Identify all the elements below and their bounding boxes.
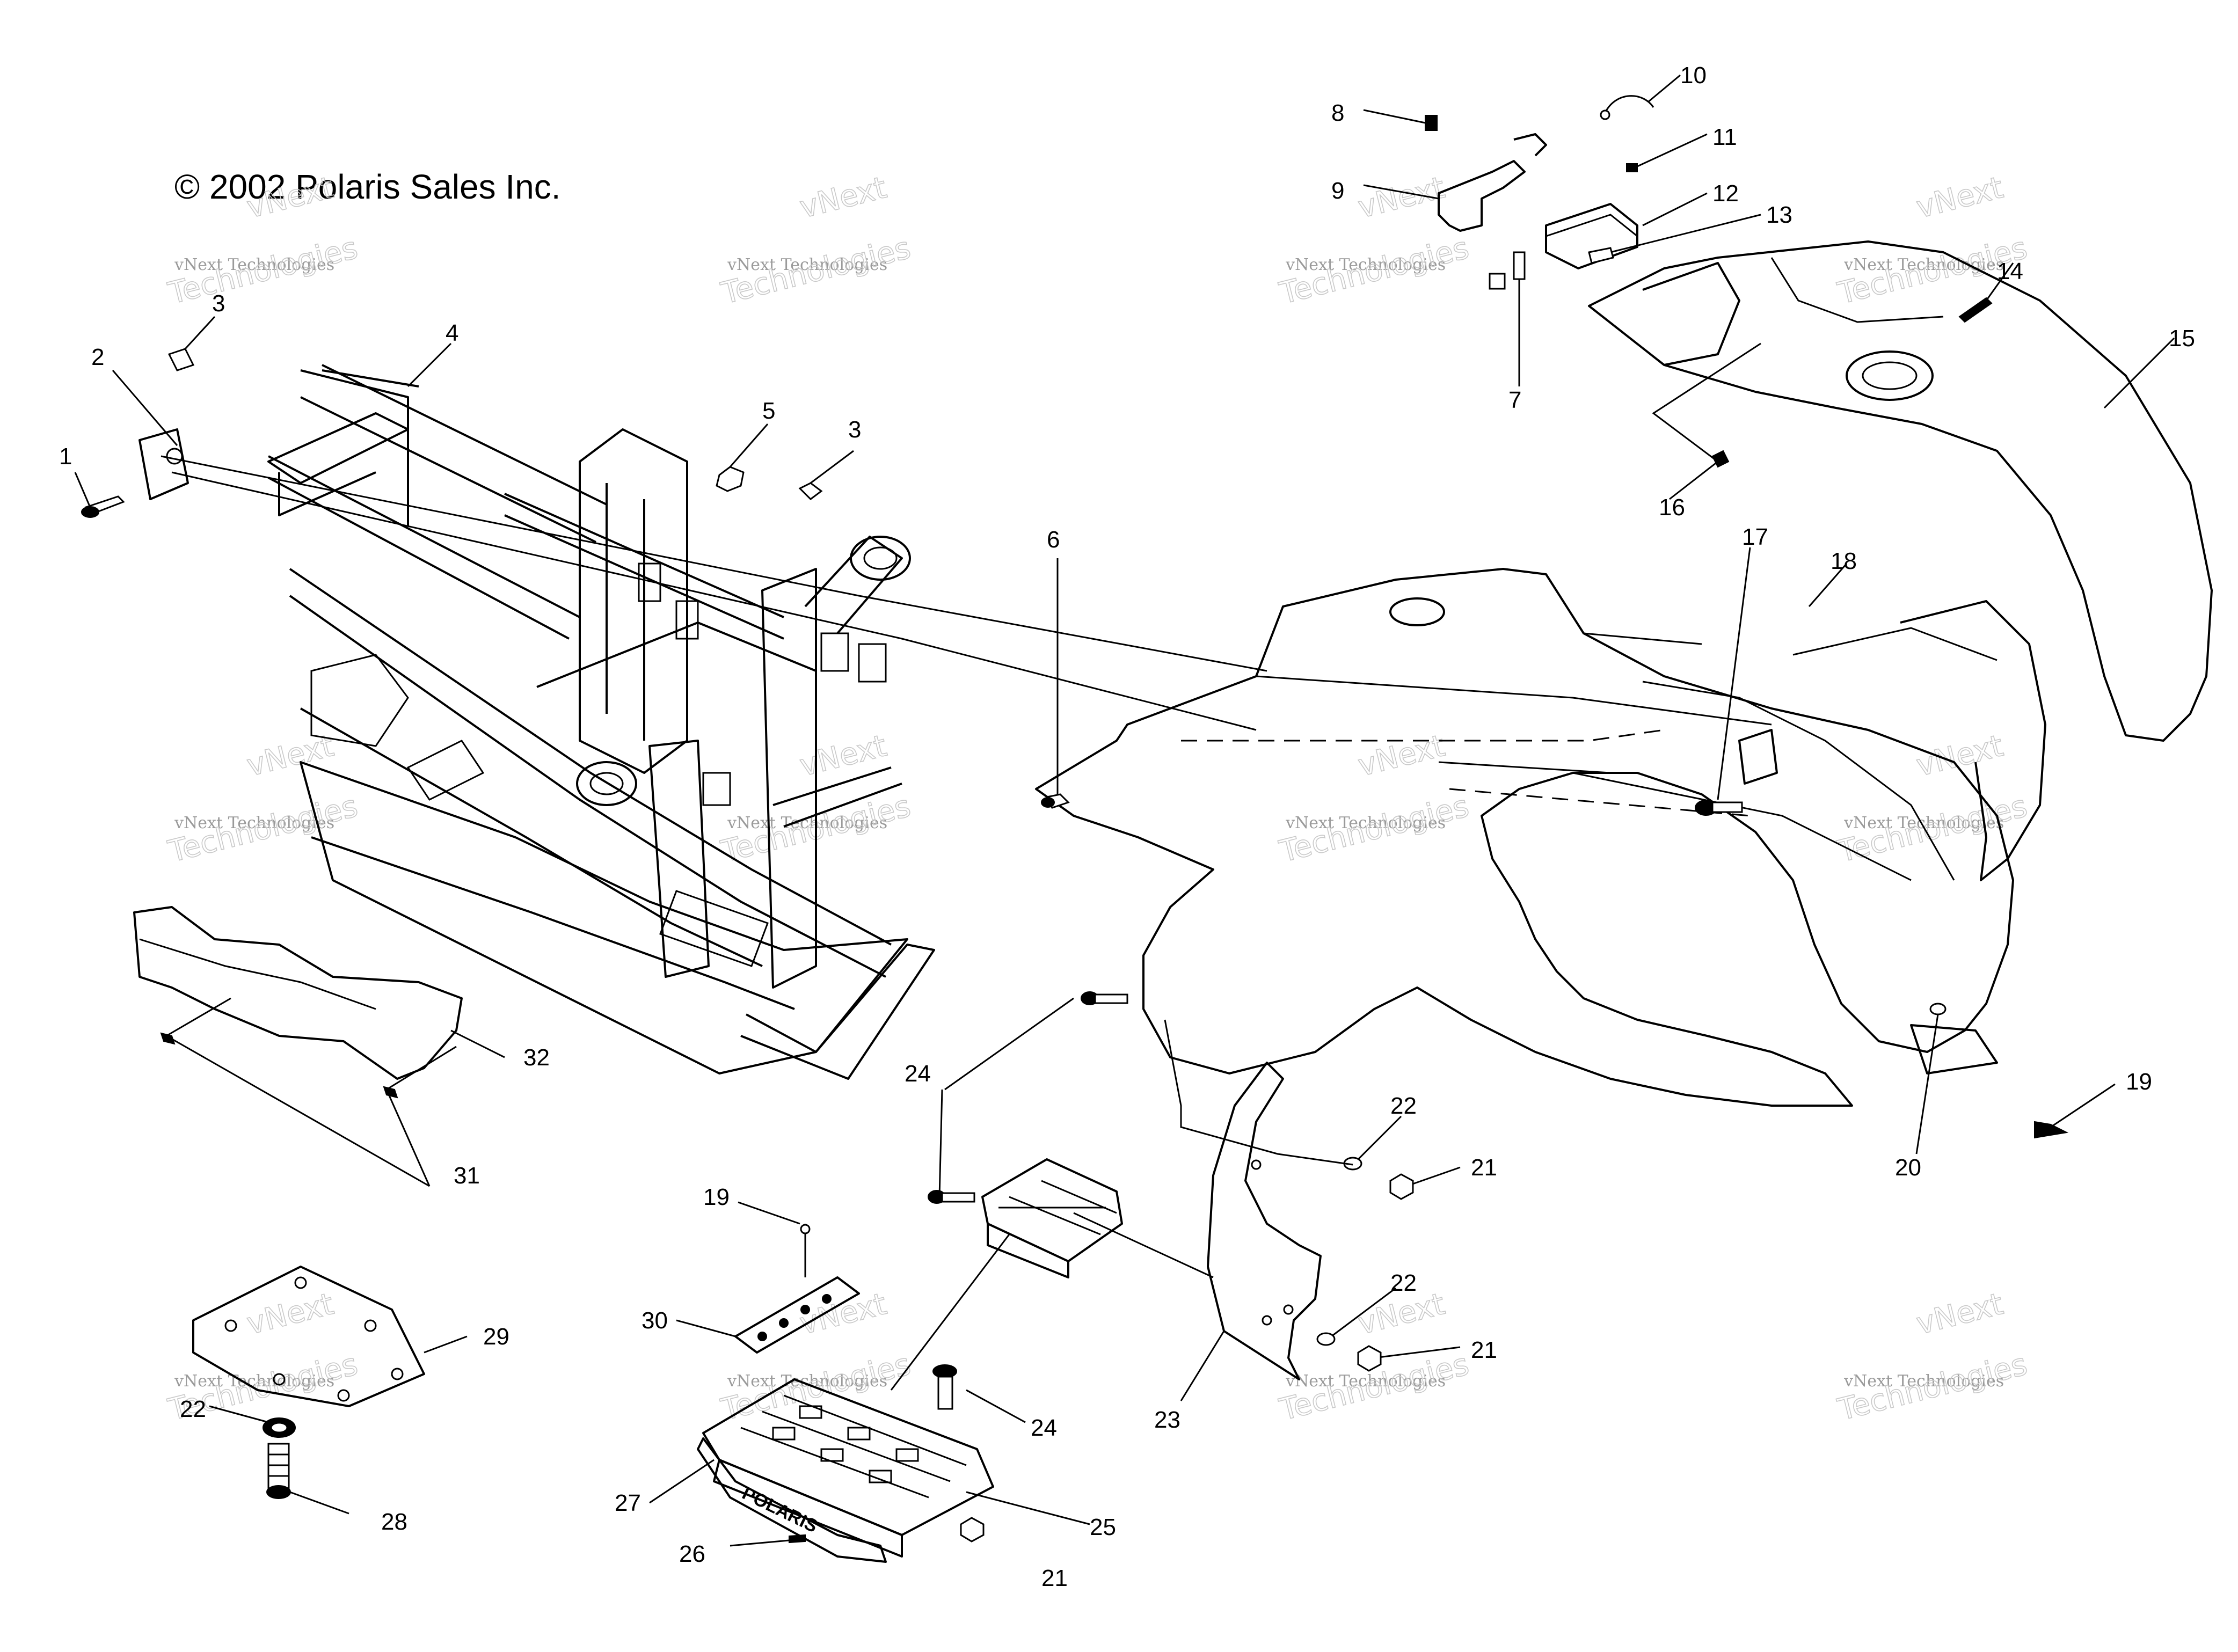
callout-18: 18 (1831, 548, 1857, 574)
callout-14: 14 (1997, 258, 2023, 284)
watermark-vnext: vNext (1913, 728, 2007, 784)
callout-25: 25 (1090, 1514, 1116, 1540)
callout-9: 9 (1331, 178, 1344, 204)
watermark-technologies: Technologies (165, 789, 361, 869)
callout-24-top: 24 (905, 1061, 931, 1087)
watermark-technologies: Technologies (718, 231, 914, 311)
callout-3-left: 3 (212, 290, 225, 317)
watermark-company: vNext Technologies (1285, 255, 1446, 274)
taillight-assembly (1425, 95, 1654, 290)
callout-27: 27 (615, 1490, 641, 1516)
watermark-vnext: vNext (1913, 1286, 2007, 1342)
watermark-company: vNext Technologies (1285, 1372, 1446, 1391)
watermark-vnext: vNext (797, 170, 890, 225)
watermark-company: vNext Technologies (174, 255, 334, 274)
callout-26: 26 (679, 1541, 705, 1567)
callout-32: 32 (523, 1044, 550, 1071)
part-24-footpeg (928, 991, 1128, 1543)
part-29-plate (192, 1266, 425, 1407)
watermark-company: vNext Technologies (727, 814, 887, 832)
callout-29: 29 (483, 1324, 509, 1350)
callout-3-right: 3 (848, 416, 861, 443)
part-23-mudflap (1207, 1062, 1322, 1380)
watermark-company: vNext Technologies (174, 814, 334, 832)
callout-4: 4 (446, 320, 458, 346)
callout-10: 10 (1680, 62, 1707, 89)
watermark-vnext: vNext (797, 1286, 890, 1342)
callout-23: 23 (1154, 1407, 1180, 1433)
callout-28: 28 (381, 1509, 407, 1535)
watermark-vnext: vNext (797, 728, 890, 784)
watermark-technologies: Technologies (1276, 789, 1472, 869)
watermark-company: vNext Technologies (1843, 814, 2004, 832)
part-18-front-fender (1035, 568, 2046, 1107)
watermark-vnext: vNext (1355, 728, 1448, 784)
callout-21-mid: 21 (1471, 1337, 1497, 1363)
callout-5: 5 (762, 398, 775, 424)
part-15-rear-fender (1588, 240, 2213, 742)
watermark-vnext: vNext (1913, 170, 2007, 225)
part-28-bolt (263, 1417, 296, 1499)
callout-6: 6 (1047, 527, 1060, 553)
watermark-technologies: Technologies (1834, 1347, 2031, 1428)
callout-17: 17 (1742, 524, 1768, 550)
watermark-technologies: Technologies (165, 231, 361, 311)
frame-assembly (138, 364, 935, 1080)
callout-1: 1 (59, 443, 72, 470)
part-30-bracket (734, 1224, 860, 1354)
callout-19-left: 19 (703, 1184, 730, 1210)
callout-7: 7 (1508, 387, 1521, 413)
callout-20: 20 (1895, 1154, 1921, 1181)
callout-8: 8 (1331, 100, 1344, 126)
callout-30: 30 (641, 1307, 668, 1334)
watermark-company: vNext Technologies (727, 1372, 887, 1391)
watermark-vnext: vNext (244, 1286, 337, 1342)
watermark-company: vNext Technologies (1285, 814, 1446, 832)
callout-19-right: 19 (2126, 1069, 2152, 1095)
callout-21-bottom: 21 (1041, 1565, 1068, 1591)
callout-16: 16 (1659, 494, 1685, 521)
callout-31: 31 (454, 1163, 480, 1189)
callout-22-left: 22 (180, 1396, 206, 1422)
callout-22-top: 22 (1390, 1093, 1417, 1119)
callout-11: 11 (1712, 124, 1737, 150)
callout-15: 15 (2169, 325, 2195, 352)
watermark-company: vNext Technologies (727, 255, 887, 274)
watermark-company: vNext Technologies (1843, 255, 2004, 274)
callout-labels: 1 2 3 3 4 5 6 7 8 9 10 11 12 13 14 15 16… (59, 62, 2195, 1591)
watermark-technologies: Technologies (1276, 231, 1472, 311)
leader-lines (74, 74, 2175, 1547)
callout-12: 12 (1712, 180, 1739, 207)
callout-22-mid: 22 (1390, 1270, 1417, 1296)
callout-13: 13 (1766, 202, 1792, 228)
copyright-text: © 2002 Polaris Sales Inc. (174, 167, 561, 206)
watermark-company: vNext Technologies (1843, 1372, 2004, 1391)
callout-2: 2 (91, 344, 104, 370)
callout-24-mid: 24 (1031, 1415, 1057, 1441)
callout-21-top: 21 (1471, 1154, 1497, 1181)
part-32-shield (133, 906, 463, 1080)
